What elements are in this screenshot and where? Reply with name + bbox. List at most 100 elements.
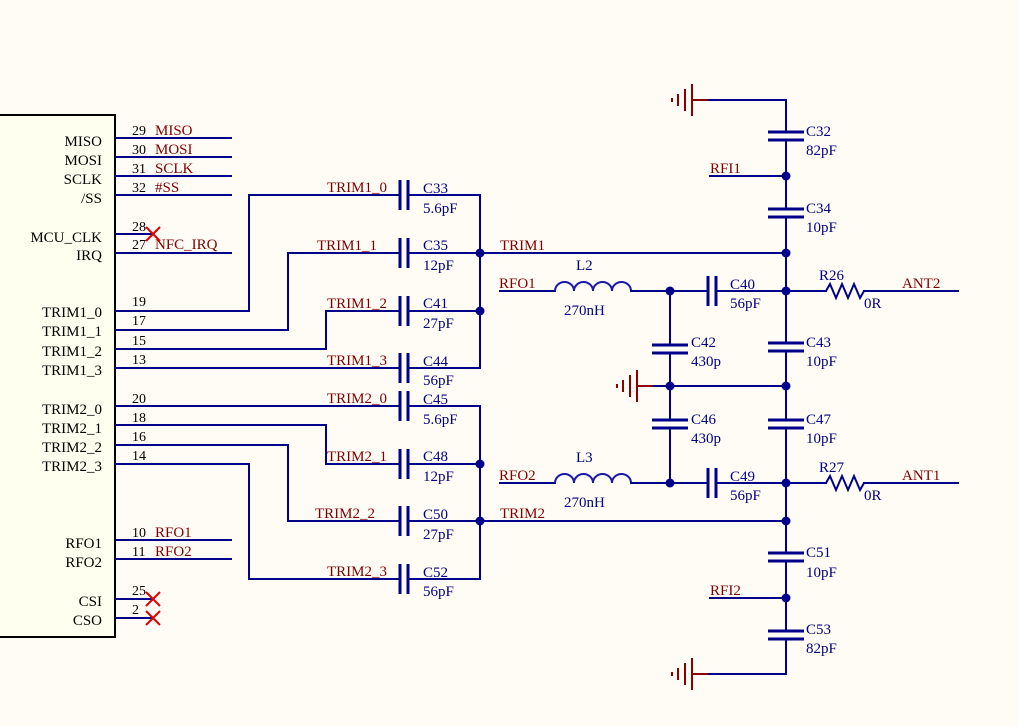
junction-dot <box>665 286 675 296</box>
capacitor-c41 <box>398 296 410 326</box>
junction-dot <box>665 478 675 488</box>
net-label-rfo1: RFO1 <box>499 276 536 292</box>
net-label-trim2-2: TRIM2_2 <box>315 506 375 522</box>
resistor-r26 <box>824 281 866 301</box>
pin-num-mosi: 30 <box>132 143 146 158</box>
pin-name-ss: /SS <box>81 191 102 207</box>
ref-c41: C41 <box>423 296 448 312</box>
net-label-ss: #SS <box>155 180 179 196</box>
ref-c49: C49 <box>730 469 755 485</box>
value-c40: 56pF <box>730 296 761 312</box>
pin-net-labels: MISO MOSI SCLK #SS NFC_IRQ RFO1 RFO2 <box>155 123 218 560</box>
capacitor-c50 <box>398 506 410 536</box>
pin-num-irq: 27 <box>132 238 146 253</box>
junction-dot <box>781 286 791 296</box>
pin-name-miso: MISO <box>64 134 102 150</box>
value-c32: 82pF <box>806 143 837 159</box>
net-label-miso: MISO <box>155 123 193 139</box>
net-label-trim1-2: TRIM1_2 <box>327 296 387 312</box>
pin-name-trim1-3: TRIM1_3 <box>42 363 102 379</box>
wire-trim1-2 <box>115 310 399 350</box>
pin-num-miso: 29 <box>132 124 146 139</box>
no-connect-marks <box>145 226 161 626</box>
net-label-rfi1: RFI1 <box>710 161 741 177</box>
ref-c35: C35 <box>423 238 448 254</box>
junction-dot <box>781 478 791 488</box>
ref-c45: C45 <box>423 392 448 408</box>
net-label-trim2-1: TRIM2_1 <box>327 449 387 465</box>
pin-name-sclk: SCLK <box>64 172 103 188</box>
ref-r27: R27 <box>819 460 845 476</box>
pin-name-csi: CSI <box>79 594 102 610</box>
value-r26: 0R <box>864 296 882 312</box>
ref-c47: C47 <box>806 412 832 428</box>
ref-c42: C42 <box>691 335 716 351</box>
net-label-ant2: ANT2 <box>902 276 940 292</box>
pin-num-trim1-2: 15 <box>132 334 146 349</box>
ref-c43: C43 <box>806 335 831 351</box>
ref-c50: C50 <box>423 507 448 523</box>
net-label-trim2: TRIM2 <box>500 506 545 522</box>
capacitor-c34 <box>768 207 804 219</box>
pin-num-trim1-3: 13 <box>132 353 146 368</box>
no-connect-mcu-clk <box>145 226 161 242</box>
rf-path-2 <box>499 468 959 498</box>
junction-dot <box>781 248 791 258</box>
capacitor-c49 <box>706 468 718 498</box>
pin-name-trim1-2: TRIM1_2 <box>42 344 102 360</box>
net-label-trim2-3: TRIM2_3 <box>327 564 387 580</box>
capacitor-c51 <box>768 551 804 563</box>
ref-c32: C32 <box>806 124 831 140</box>
capacitor-c48 <box>398 449 410 479</box>
value-c45: 5.6pF <box>423 412 458 428</box>
value-c43: 10pF <box>806 354 837 370</box>
net-label-trim1-0: TRIM1_0 <box>327 180 387 196</box>
value-r27: 0R <box>864 488 882 504</box>
capacitor-c53 <box>768 629 804 641</box>
pin-num-sclk: 31 <box>132 162 146 177</box>
value-c48: 12pF <box>423 469 454 485</box>
net-label-trim1-3: TRIM1_3 <box>327 353 387 369</box>
trim-capacitors <box>398 180 410 594</box>
pin-name-mosi: MOSI <box>64 153 102 169</box>
ground-icon-middle <box>616 370 653 402</box>
ref-c33: C33 <box>423 181 448 197</box>
ref-c40: C40 <box>730 277 755 293</box>
value-c46: 430p <box>691 431 721 447</box>
ref-c53: C53 <box>806 622 831 638</box>
no-connect-cso <box>145 610 161 626</box>
capacitor-c45 <box>398 391 410 421</box>
ground-icon-bottom <box>671 658 708 690</box>
pin-num-trim2-3: 14 <box>132 449 146 464</box>
value-l3: 270nH <box>564 495 605 511</box>
rf-component-labels: L2 270nH L3 270nH C40 56pF C49 56pF C42 … <box>564 124 882 657</box>
junction-dot <box>781 381 791 391</box>
value-c51: 10pF <box>806 565 837 581</box>
junction-dot <box>781 171 791 181</box>
ic-pin-wires <box>115 137 232 619</box>
wire-gnd-bottom <box>691 640 787 675</box>
value-l2: 270nH <box>564 303 605 319</box>
net-label-trim2-0: TRIM2_0 <box>327 391 387 407</box>
wire-trim2-3 <box>115 463 399 580</box>
inductor-l2 <box>554 281 632 292</box>
nfc-ic-body <box>0 114 116 638</box>
ref-c51: C51 <box>806 545 831 561</box>
value-c41: 27pF <box>423 316 454 332</box>
wire-trim2-1 <box>115 424 399 465</box>
ref-c48: C48 <box>423 449 448 465</box>
pin-name-irq: IRQ <box>76 248 102 264</box>
pin-name-trim2-3: TRIM2_3 <box>42 459 102 475</box>
junction-dot <box>475 516 485 526</box>
pin-num-trim2-0: 20 <box>132 392 146 407</box>
capacitor-c33 <box>398 180 410 210</box>
ic-pin-names: MISO MOSI SCLK /SS MCU_CLK IRQ TRIM1_0 T… <box>30 134 102 629</box>
value-c42: 430p <box>691 354 721 370</box>
pin-name-trim2-1: TRIM2_1 <box>42 421 102 437</box>
pin-num-trim2-1: 18 <box>132 411 146 426</box>
shunt-column-right <box>636 99 804 675</box>
trim-net-labels: TRIM1_0 TRIM1_1 TRIM1_2 TRIM1_3 TRIM2_0 … <box>315 180 545 580</box>
junction-dot <box>475 248 485 258</box>
junctions <box>475 171 791 603</box>
